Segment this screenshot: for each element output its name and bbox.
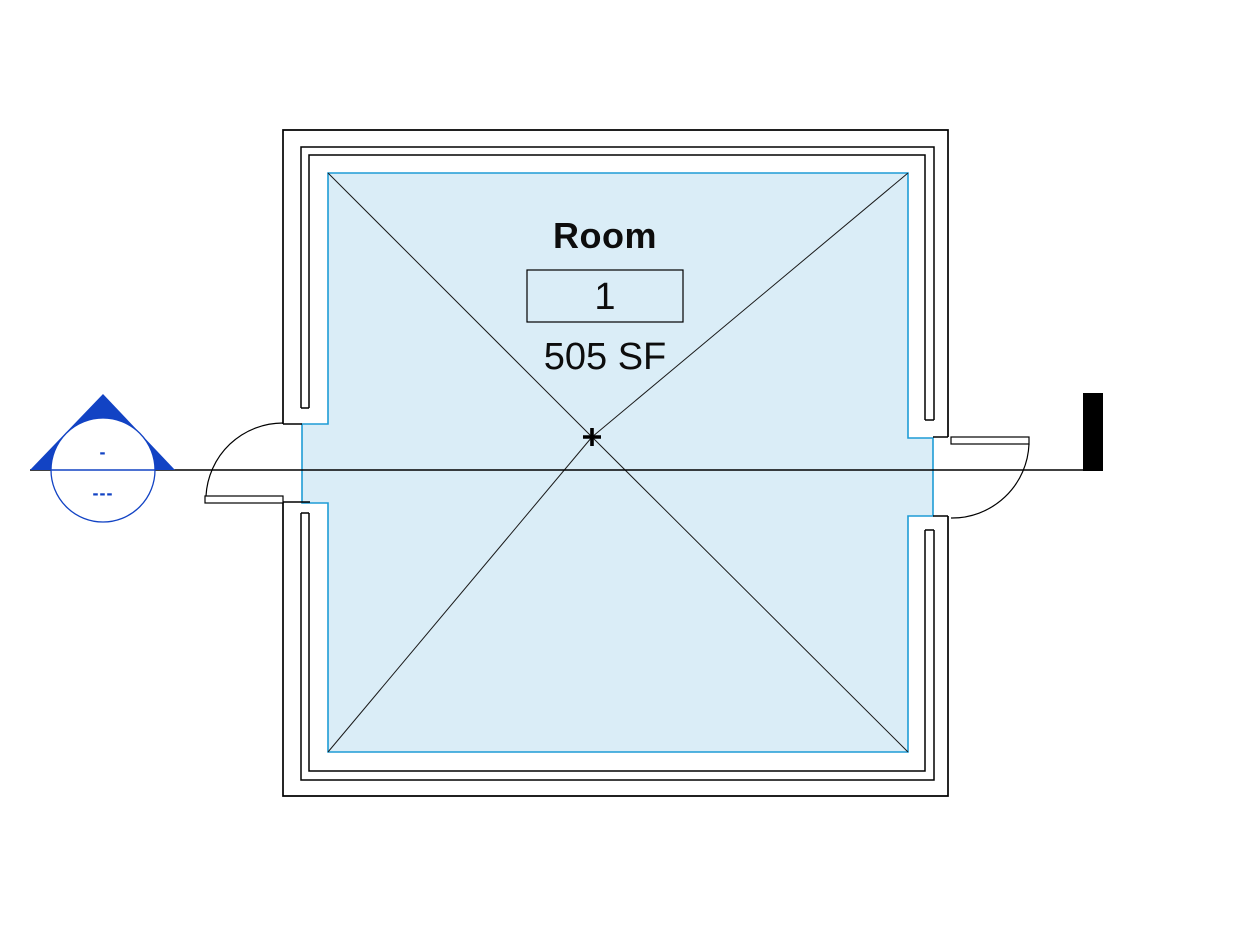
room-tag[interactable]: Room 1 505 SF: [526, 215, 684, 378]
wall-end-caps: [283, 407, 948, 531]
section-head[interactable]: - ---: [30, 394, 175, 523]
room-tag-number: 1: [594, 276, 615, 318]
door-right-swing-arc: [950, 443, 1030, 519]
door-left-swing-arc: [205, 422, 284, 497]
door-left[interactable]: [204, 422, 284, 504]
section-detail-number: -: [100, 442, 107, 462]
door-right[interactable]: [950, 436, 1030, 519]
room-center-marker[interactable]: [583, 428, 601, 446]
wall-middle-layer[interactable]: [300, 146, 935, 781]
section-tail-marker[interactable]: [1083, 393, 1103, 471]
section-sheet-number: ---: [93, 483, 114, 503]
room-tag-name: Room: [553, 215, 657, 256]
door-right-panel: [950, 436, 1030, 445]
wall-outer-face[interactable]: [282, 129, 949, 797]
door-left-panel: [204, 495, 284, 504]
room-reference-cross[interactable]: [327, 172, 909, 753]
wall-inner-face[interactable]: [308, 154, 926, 772]
room-tag-area: 505 SF: [544, 336, 667, 378]
room-tag-number-box: [526, 269, 684, 323]
